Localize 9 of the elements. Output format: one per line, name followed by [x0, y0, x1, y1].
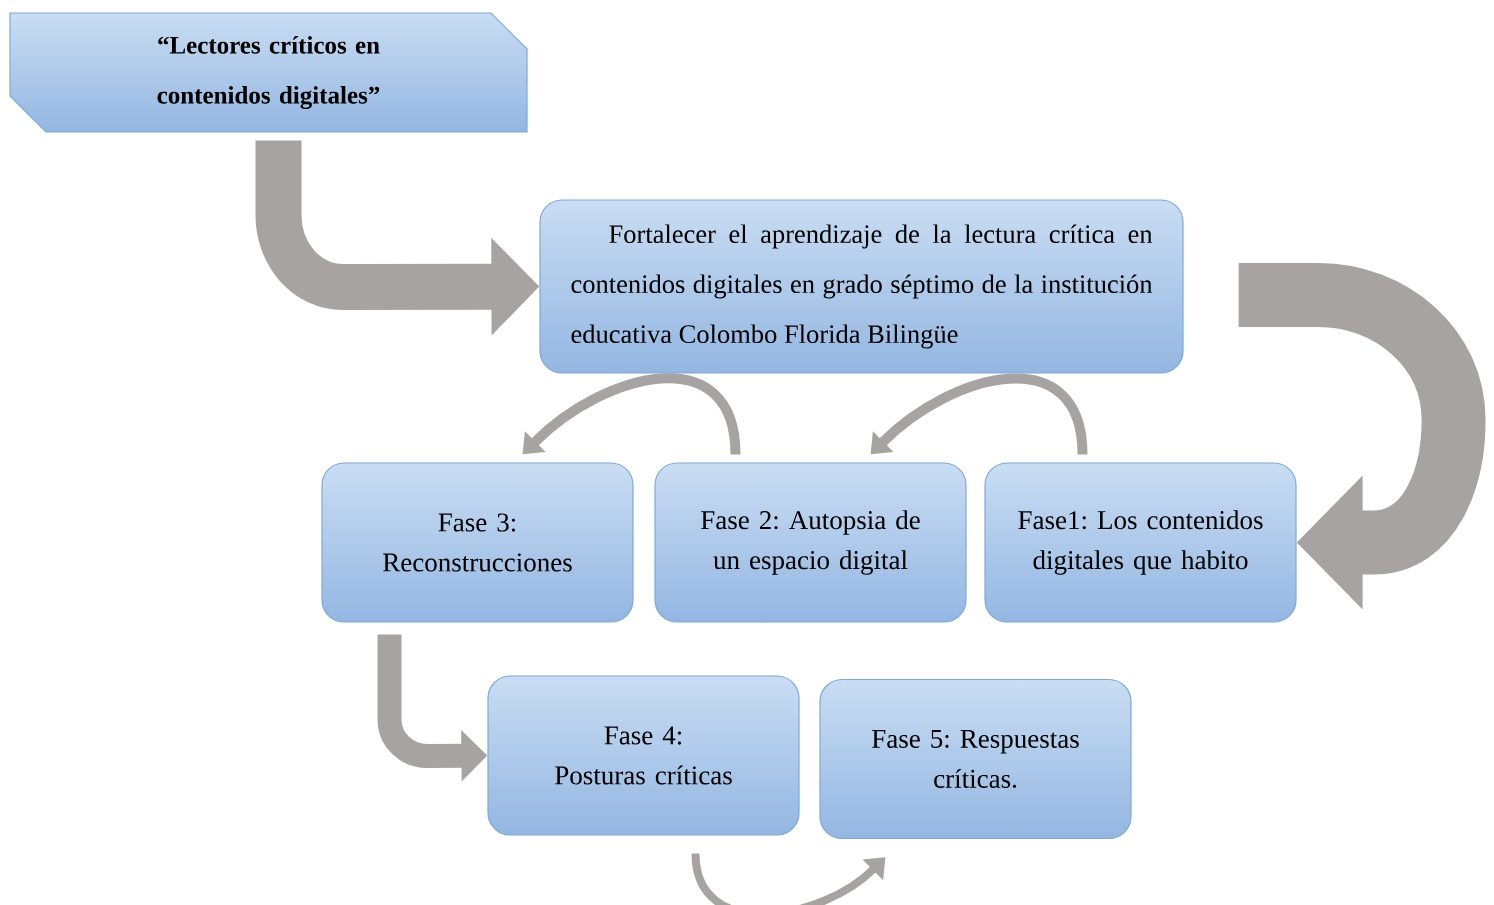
phase-box: Fase 5: Respuestas críticas.	[819, 678, 1132, 840]
phase-box: Fase 2: Autopsia de un espacio digital	[654, 462, 967, 623]
title-banner: “Lectores críticos en contenidos digitales”	[9, 12, 528, 133]
phase-box: Fase1: Los contenidos digitales que habito	[984, 462, 1297, 623]
phase-box: Fase 4: Posturas críticas	[487, 675, 800, 836]
arrow	[522, 373, 741, 455]
phase-box: Fase 3: Reconstrucciones	[321, 462, 634, 623]
arrow	[870, 373, 1088, 455]
goal-box: Fortalecer el aprendizaje de la lectura crítica en contenidos digitales en grado séptimo de la institución educativa Colombo Florida Bilingüe	[539, 199, 1184, 374]
